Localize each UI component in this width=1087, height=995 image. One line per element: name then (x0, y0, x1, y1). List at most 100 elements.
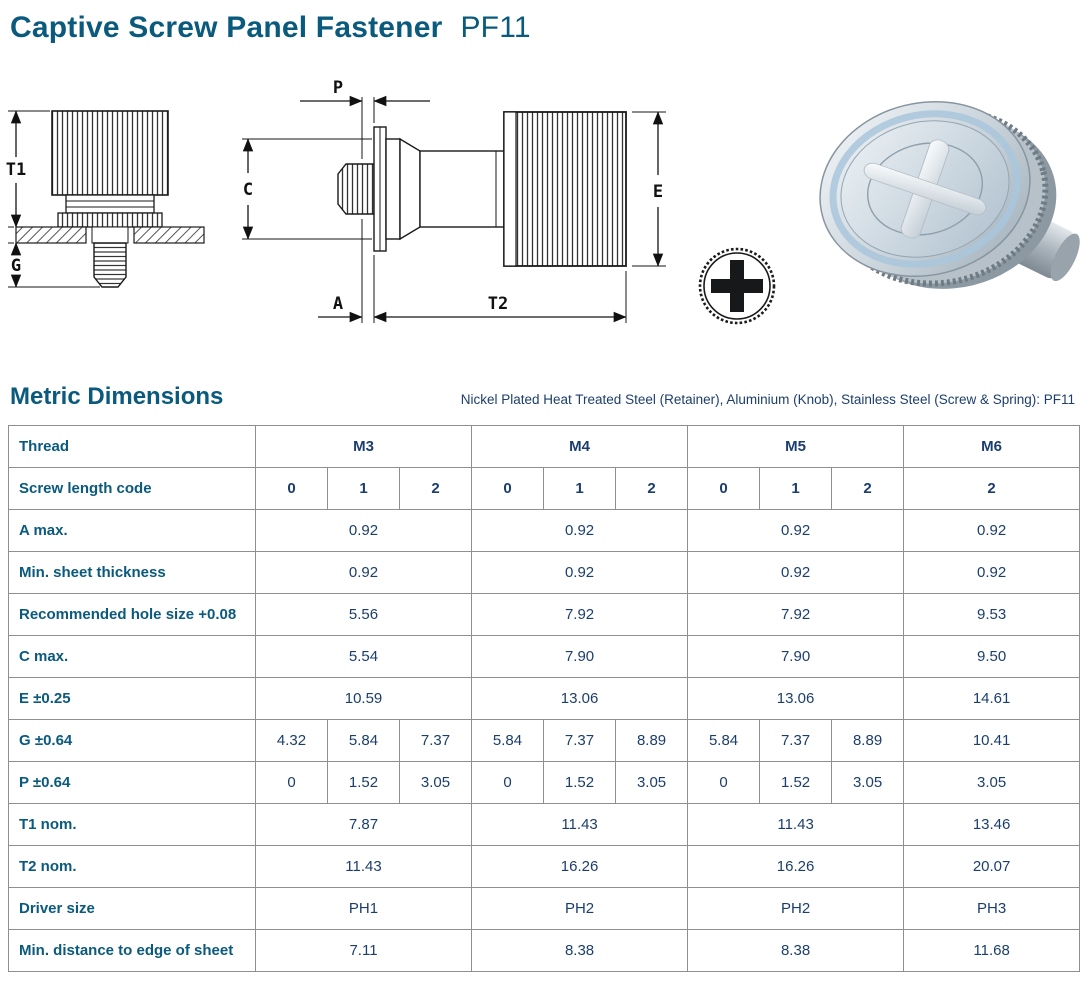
value-cell: 20.07 (903, 845, 1081, 888)
table-row-e: E ±0.25 10.59 13.06 13.06 14.61 (8, 677, 1081, 720)
value-cell: 3.05 (903, 761, 1081, 804)
value-cell: 8.89 (615, 719, 689, 762)
value-cell: 11.43 (254, 845, 473, 888)
value-cell: 16.26 (471, 845, 689, 888)
value-cell: 16.26 (687, 845, 905, 888)
value-cell: 7.92 (687, 593, 905, 636)
thread-m4: M4 (471, 425, 689, 468)
table-row-t1-nom: T1 nom. 7.87 11.43 11.43 13.46 (8, 803, 1081, 846)
panel-sheet-left (15, 226, 87, 244)
value-cell: 3.05 (615, 761, 689, 804)
code-cell: 2 (615, 467, 689, 510)
page-title: Captive Screw Panel Fastener PF11 (10, 10, 1087, 45)
value-cell: 7.90 (687, 635, 905, 678)
value-cell: PH3 (903, 887, 1081, 930)
table-row-min-edge-distance: Min. distance to edge of sheet 7.11 8.38… (8, 929, 1081, 972)
value-cell: 13.06 (687, 677, 905, 720)
value-cell: PH2 (687, 887, 905, 930)
value-cell: 7.92 (471, 593, 689, 636)
value-cell: 1.52 (759, 761, 833, 804)
value-cell: 0 (687, 761, 761, 804)
row-label: Recommended hole size +0.08 (8, 593, 256, 636)
knob-product-photo (819, 100, 1080, 289)
row-label: A max. (8, 509, 256, 552)
code-cell: 0 (255, 467, 328, 510)
code-cell: 2 (831, 467, 905, 510)
value-cell: 5.84 (471, 719, 545, 762)
product-model: PF11 (460, 11, 531, 44)
row-label: Min. distance to edge of sheet (8, 929, 256, 972)
row-label: P ±0.64 (8, 761, 256, 804)
screw-stud (93, 242, 127, 288)
value-cell: 10.59 (254, 677, 473, 720)
value-cell: 9.50 (903, 635, 1081, 678)
dim-label-p: P (333, 78, 343, 98)
row-label: T1 nom. (8, 803, 256, 846)
code-cell: 1 (759, 467, 833, 510)
value-cell: 9.53 (903, 593, 1081, 636)
thread-m6: M6 (903, 425, 1081, 468)
dim-label-t1: T1 (6, 160, 26, 180)
phillips-recess-icon (698, 247, 776, 325)
code-cell: 0 (687, 467, 761, 510)
code-cell: 0 (471, 467, 545, 510)
materials-note: Nickel Plated Heat Treated Steel (Retain… (460, 392, 1075, 407)
table-row-min-sheet-thickness: Min. sheet thickness 0.92 0.92 0.92 0.92 (8, 551, 1081, 594)
thread-m3: M3 (254, 425, 473, 468)
knob-outline (51, 110, 169, 196)
table-row-screw-length-code: Screw length code 0 1 2 0 1 2 0 1 2 2 (8, 467, 1081, 510)
table-row-a-max: A max. 0.92 0.92 0.92 0.92 (8, 509, 1081, 552)
dim-label-a: A (333, 294, 343, 314)
value-cell: 7.37 (759, 719, 833, 762)
code-cell: 1 (543, 467, 617, 510)
value-cell: 5.56 (254, 593, 473, 636)
section-view-drawing: P C E A T2 (242, 78, 666, 323)
value-cell: 5.54 (254, 635, 473, 678)
value-cell: PH1 (254, 887, 473, 930)
installed-view-drawing: T1 G (6, 110, 205, 288)
value-cell: 13.06 (471, 677, 689, 720)
table-row-g: G ±0.64 4.32 5.84 7.37 5.84 7.37 8.89 5.… (8, 719, 1081, 762)
value-cell: 0.92 (471, 551, 689, 594)
table-row-recommended-hole-size: Recommended hole size +0.08 5.56 7.92 7.… (8, 593, 1081, 636)
product-title: Captive Screw Panel Fastener (10, 11, 443, 44)
value-cell: 0.92 (687, 509, 905, 552)
dim-label-c: C (243, 180, 253, 200)
row-label-screw-length: Screw length code (8, 467, 256, 510)
value-cell: 7.37 (543, 719, 617, 762)
table-row-driver-size: Driver size PH1 PH2 PH2 PH3 (8, 887, 1081, 930)
row-label-thread: Thread (8, 425, 256, 468)
screw-tip (337, 163, 375, 215)
value-cell: 11.43 (687, 803, 905, 846)
phillips-cross-3d (863, 139, 987, 239)
value-cell: 8.38 (687, 929, 905, 972)
value-cell: 0.92 (254, 551, 473, 594)
value-cell: 7.37 (398, 719, 473, 762)
metric-dimensions-table: Thread M3 M4 M5 M6 Screw length code 0 1… (8, 425, 1081, 972)
value-cell: 8.89 (831, 719, 905, 762)
fastener-body (419, 150, 505, 228)
value-cell: 11.68 (903, 929, 1081, 972)
dim-label-t2: T2 (488, 294, 508, 314)
value-cell: 0.92 (687, 551, 905, 594)
value-cell: 8.38 (471, 929, 689, 972)
technical-drawing-band: T1 G P C E (0, 61, 1087, 365)
value-cell: 0 (255, 761, 328, 804)
value-cell: 11.43 (471, 803, 689, 846)
value-cell: 1.52 (327, 761, 400, 804)
value-cell: 1.52 (543, 761, 617, 804)
row-label: T2 nom. (8, 845, 256, 888)
value-cell: 7.90 (471, 635, 689, 678)
row-label: Min. sheet thickness (8, 551, 256, 594)
row-label: E ±0.25 (8, 677, 256, 720)
value-cell: 0.92 (254, 509, 473, 552)
value-cell: 13.46 (903, 803, 1081, 846)
value-cell: 0.92 (903, 509, 1081, 552)
metric-dimensions-heading: Metric Dimensions (10, 383, 224, 410)
row-label: Driver size (8, 887, 256, 930)
knurled-knob (503, 111, 627, 267)
code-cell: 2 (903, 467, 1081, 510)
value-cell: 5.84 (687, 719, 761, 762)
value-cell: 14.61 (903, 677, 1081, 720)
row-label: G ±0.64 (8, 719, 256, 762)
